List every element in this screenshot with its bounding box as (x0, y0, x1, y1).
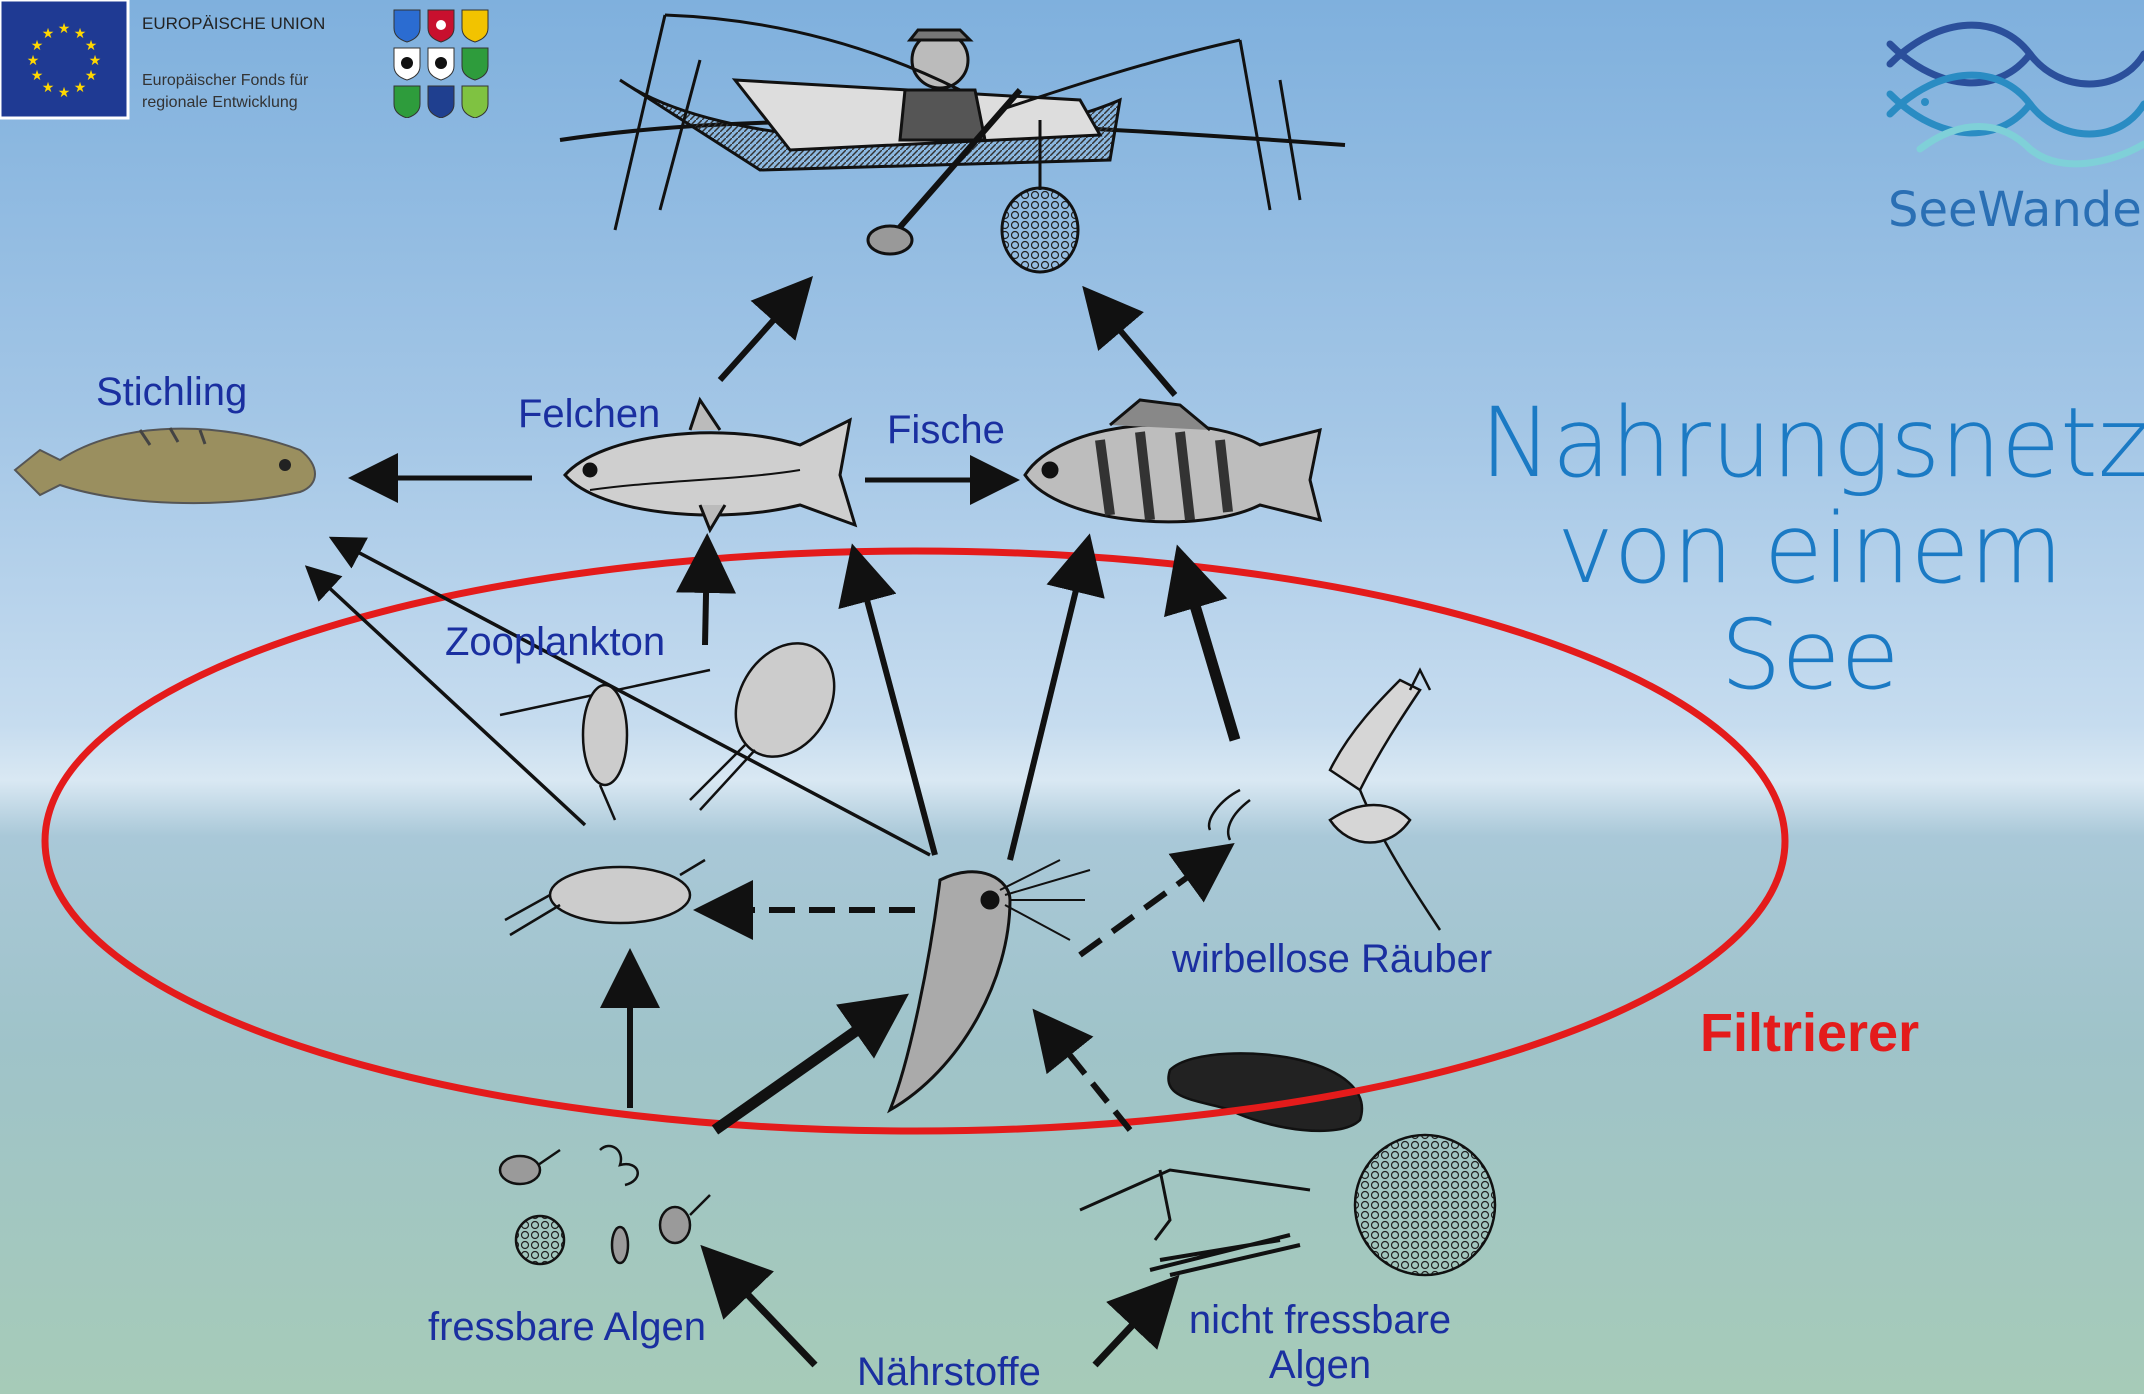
arrow-daphnia-to-fische (1010, 545, 1087, 860)
label-fische: Fische (887, 408, 1005, 453)
predator-larva-icon (1209, 670, 1440, 930)
arrow-nutrients-to-edible-algae (710, 1255, 815, 1365)
label-filtrierer: Filtrierer (1700, 1002, 1919, 1064)
label-naehrstoffe: Nährstoffe (857, 1350, 1041, 1394)
arrow-daphnia-to-felchen (855, 555, 935, 855)
arrow-felchen-to-fisher (720, 285, 805, 380)
arrow-copepod-to-stichling (310, 570, 585, 825)
slide-title-line2: von einem See (1480, 496, 2140, 708)
copepod-icon (500, 626, 854, 935)
label-nicht-fressbare-algen-line2: Algen (1160, 1343, 1480, 1388)
arrow-inedible-algae-to-daphnia (1040, 1018, 1130, 1130)
label-fressbare-algen: fressbare Algen (428, 1305, 706, 1350)
arrow-nutrients-to-inedible-algae (1095, 1285, 1170, 1365)
arrow-zooplankton-to-felchen (705, 545, 707, 645)
fisherman-boat-illustration (560, 15, 1345, 272)
slide-title: Nahrungsnetz von einem See (1480, 390, 2140, 708)
arrow-algae-to-daphnia (715, 1000, 900, 1130)
label-stichling: Stichling (96, 370, 247, 415)
label-felchen: Felchen (518, 392, 660, 437)
daphnia-icon (890, 860, 1090, 1110)
label-nicht-fressbare-algen: nicht fressbare Algen (1160, 1298, 1480, 1388)
label-zooplankton: Zooplankton (445, 620, 665, 665)
inedible-algae-icon (1080, 1053, 1495, 1275)
stichling-fish-icon (15, 428, 315, 503)
arrow-predator-to-fische (1180, 555, 1235, 740)
arrow-perch-to-fisher (1090, 295, 1175, 395)
slide-title-line1: Nahrungsnetz (1480, 390, 2140, 496)
label-wirbellose-raeuber: wirbellose Räuber (1172, 937, 1492, 982)
arrow-daphnia-to-stichling (335, 540, 930, 855)
label-nicht-fressbare-algen-line1: nicht fressbare (1160, 1298, 1480, 1343)
perch-fish-icon (1025, 400, 1320, 522)
edible-algae-icon (500, 1146, 710, 1264)
